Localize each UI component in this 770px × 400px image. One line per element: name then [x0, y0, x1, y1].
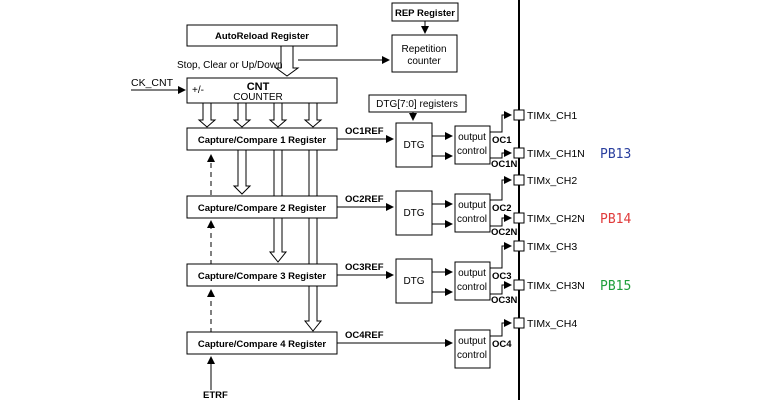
oc3n-line: [490, 281, 512, 295]
dtg-registers: [368, 94, 467, 113]
output-control-3-l1: output: [458, 268, 486, 279]
cnt-to-cc1-arrow: [197, 102, 217, 128]
autoreload-register: [186, 24, 338, 47]
stop-clear-label: Stop, Clear or Up/Down: [177, 60, 283, 71]
dtg-2: [395, 190, 433, 236]
autoreload-label: AutoReload Register: [215, 31, 309, 42]
repetition-label-1: Repetition: [401, 44, 446, 55]
plus-minus-label: +/-: [192, 85, 204, 96]
pin-ch3n-label: TIMx_CH3N: [527, 280, 585, 292]
output-control-2-l2: control: [457, 214, 487, 225]
cc1-label: Capture/Compare 1 Register: [198, 135, 327, 146]
dtg-registers-label: DTG[7:0] registers: [376, 99, 458, 110]
cc1-to-cc2-arrow: [232, 142, 252, 195]
pb-label-3: PB15: [600, 279, 631, 294]
oc1-line: [490, 111, 512, 133]
output-control-3: [454, 261, 491, 301]
oc1-label: OC1: [492, 135, 512, 146]
oc1ref-label: OC1REF: [345, 126, 384, 137]
pin-ch3-label: TIMx_CH3: [527, 241, 577, 253]
output-control-4: [454, 329, 491, 369]
oc3ref-label: OC3REF: [345, 262, 384, 273]
dtg-3: [395, 258, 433, 304]
oc1n-line: [490, 149, 512, 159]
oc4ref-label: OC4REF: [345, 330, 384, 341]
output-control-1: [454, 125, 491, 165]
repetition-counter: [391, 34, 458, 73]
pin-ch2n-label: TIMx_CH2N: [527, 213, 585, 225]
to-cc4-arrow: [303, 142, 323, 332]
output-control-1-l1: output: [458, 132, 486, 143]
output-control-2: [454, 193, 491, 233]
autoreload-to-cnt-arrow: [274, 45, 300, 77]
counter-label: COUNTER: [233, 92, 282, 103]
oc3n-label: OC3N: [491, 295, 518, 306]
pin-square-ch3n: [513, 279, 525, 291]
repetition-label-2: counter: [407, 56, 441, 67]
etrf-label: ETRF: [203, 390, 228, 400]
output-control-4-l2: control: [457, 350, 487, 361]
pin-ch4-label: TIMx_CH4: [527, 318, 577, 330]
dtg-1-label: DTG: [403, 140, 424, 151]
oc2n-label: OC2N: [491, 227, 518, 238]
oc2-line: [490, 176, 512, 201]
oc4-line: [490, 319, 512, 337]
cc2-label: Capture/Compare 2 Register: [198, 203, 327, 214]
oc4-label: OC4: [492, 339, 512, 350]
oc2n-line: [490, 214, 512, 227]
pb-label-2: PB14: [600, 212, 631, 227]
dtg-3-label: DTG: [403, 276, 424, 287]
oc2-label: OC2: [492, 203, 512, 214]
oc1n-label: OC1N: [491, 159, 518, 170]
oc3-line: [490, 242, 512, 269]
cnt-counter: [186, 77, 338, 104]
pin-ch1-label: TIMx_CH1: [527, 110, 577, 122]
oc2ref-label: OC2REF: [345, 194, 384, 205]
dtg-2-label: DTG: [403, 208, 424, 219]
cnt-down-arrow-4: [303, 102, 323, 128]
pin-ch1n-label: TIMx_CH1N: [527, 148, 585, 160]
dtg-1: [395, 122, 433, 168]
pin-square-ch1: [513, 109, 525, 121]
pin-square-ch2: [513, 174, 525, 186]
cnt-label: CNT: [247, 81, 270, 93]
pin-square-ch4: [513, 317, 525, 329]
ck-cnt-label: CK_CNT: [131, 77, 174, 89]
cc3-label: Capture/Compare 3 Register: [198, 271, 327, 282]
output-control-4-l1: output: [458, 336, 486, 347]
pin-ch2-label: TIMx_CH2: [527, 175, 577, 187]
oc3-label: OC3: [492, 271, 512, 282]
output-control-2-l1: output: [458, 200, 486, 211]
pin-square-ch2n: [513, 212, 525, 224]
cnt-down-arrow-3: [268, 102, 288, 128]
rep-register-label: REP Register: [395, 8, 455, 19]
pb-label-1: PB13: [600, 147, 631, 162]
output-control-3-l2: control: [457, 282, 487, 293]
output-control-1-l2: control: [457, 146, 487, 157]
cnt-down-arrow-2: [232, 102, 252, 128]
cc4-label: Capture/Compare 4 Register: [198, 339, 327, 350]
pin-square-ch3: [513, 240, 525, 252]
pin-square-ch1n: [513, 147, 525, 159]
